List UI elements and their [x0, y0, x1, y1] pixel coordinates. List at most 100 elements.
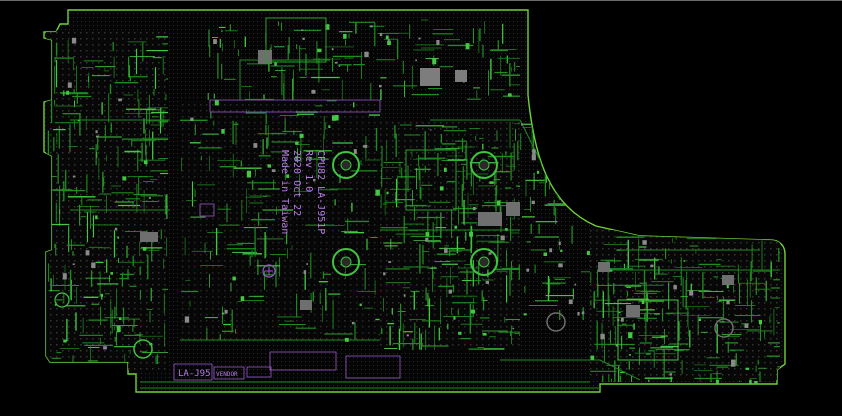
- smd-pad: [295, 142, 299, 145]
- hole-icon[interactable]: [470, 151, 498, 179]
- smd-pad: [549, 248, 553, 253]
- smd-pad: [482, 333, 487, 336]
- smd-pad: [96, 135, 99, 138]
- smd-pad: [628, 332, 633, 339]
- smd-pad: [117, 236, 120, 239]
- smd-pad: [443, 167, 447, 172]
- smd-pad: [313, 178, 316, 182]
- component-pad: [140, 232, 158, 242]
- smd-pad: [470, 309, 476, 314]
- hole-icon[interactable]: [332, 248, 360, 276]
- smd-pad: [303, 270, 307, 274]
- logo-icon: [262, 264, 276, 278]
- top-edge-line: [0, 0, 842, 1]
- smd-pad: [507, 93, 512, 97]
- smd-pad: [232, 276, 236, 281]
- hole-icon[interactable]: [332, 151, 360, 179]
- smd-pad: [560, 249, 563, 252]
- smd-pad: [148, 197, 151, 199]
- smd-pad: [465, 43, 470, 50]
- smd-pad: [253, 143, 258, 148]
- smd-pad: [536, 170, 540, 174]
- smd-pad: [190, 117, 194, 122]
- smd-pad: [432, 58, 437, 65]
- hole-icon[interactable]: [133, 339, 153, 359]
- smd-pad: [574, 176, 579, 181]
- smd-pad: [363, 144, 368, 148]
- component-pad: [478, 212, 502, 226]
- component-pad: [258, 50, 272, 64]
- smd-pad: [609, 269, 613, 272]
- smd-pad: [581, 311, 585, 315]
- smd-pad: [586, 250, 590, 256]
- smd-pad: [454, 225, 458, 229]
- smd-pad: [574, 283, 577, 286]
- silk-date: 2020 Oct 22: [291, 150, 302, 216]
- smd-pad: [317, 48, 322, 53]
- smd-pad: [425, 237, 429, 242]
- smd-pad: [642, 240, 647, 245]
- smd-pad: [72, 263, 75, 265]
- smd-pad: [100, 293, 103, 297]
- smd-pad: [379, 84, 382, 88]
- smd-pad: [240, 296, 245, 301]
- smd-pad: [184, 316, 190, 323]
- smd-pad: [142, 247, 147, 251]
- hole-icon[interactable]: [54, 292, 70, 308]
- smd-pad: [345, 337, 349, 342]
- smd-pad: [429, 129, 432, 131]
- smd-pad: [85, 250, 90, 256]
- smd-pad: [387, 40, 391, 46]
- smd-pad: [95, 130, 98, 134]
- smd-pad: [584, 131, 589, 138]
- smd-pad: [767, 235, 771, 239]
- smd-pad: [577, 312, 580, 316]
- label-silk-box: [213, 366, 245, 380]
- smd-pad: [302, 37, 305, 40]
- smd-pad: [331, 115, 336, 121]
- smd-pad: [458, 331, 462, 335]
- smd-pad: [521, 123, 523, 126]
- smd-pad: [582, 185, 586, 189]
- smd-pad: [669, 373, 673, 376]
- smd-pad: [122, 176, 127, 181]
- hole-icon[interactable]: [470, 248, 498, 276]
- smd-pad: [77, 119, 80, 122]
- smd-pad: [745, 367, 750, 370]
- smd-pad: [406, 334, 409, 337]
- smd-pad: [383, 272, 386, 276]
- smd-pad: [436, 40, 440, 45]
- hole-icon[interactable]: [546, 312, 566, 332]
- smd-pad: [731, 359, 736, 367]
- smd-pad: [586, 178, 589, 181]
- component-pad: [300, 300, 312, 310]
- smd-pad: [615, 344, 618, 347]
- smd-pad: [453, 316, 456, 320]
- smd-pad: [66, 90, 70, 95]
- smd-pad: [375, 189, 380, 196]
- smd-pad: [246, 170, 251, 178]
- smd-pad: [526, 268, 530, 272]
- smd-pad: [418, 37, 421, 40]
- smd-pad: [331, 48, 334, 51]
- label-silk-box: [173, 363, 213, 381]
- smd-pad: [568, 299, 573, 305]
- smd-pad: [71, 37, 77, 44]
- component-pad: [420, 68, 440, 86]
- left-io-zone: [46, 30, 166, 370]
- cpu-socket-marker: [199, 203, 215, 217]
- smd-pad: [488, 252, 492, 255]
- smd-pad: [116, 325, 121, 333]
- smd-pad: [715, 379, 719, 385]
- connector-silk-box: [269, 351, 337, 371]
- smd-pad: [62, 273, 67, 280]
- smd-pad: [286, 174, 290, 178]
- silk-revision: Rev 1.0: [303, 150, 314, 192]
- smd-pad: [558, 263, 563, 268]
- smd-pad: [301, 29, 304, 31]
- smd-pad: [143, 160, 148, 165]
- hole-icon[interactable]: [714, 318, 734, 338]
- smd-pad: [325, 24, 330, 30]
